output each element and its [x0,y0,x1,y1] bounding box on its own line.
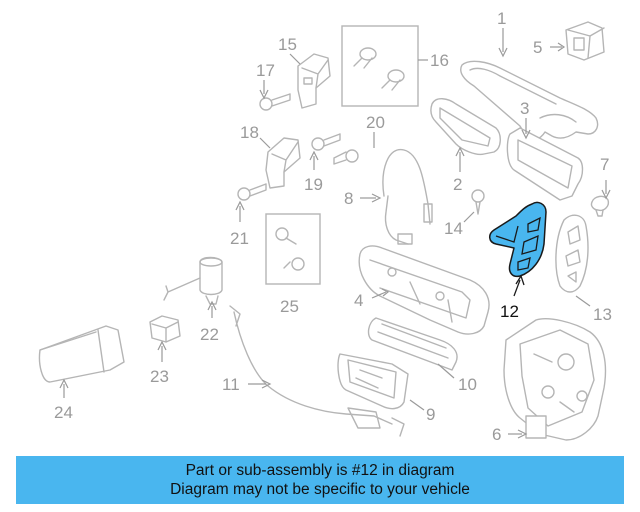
callout-7: 7 [600,155,609,174]
part-20-bolt[interactable] [333,149,359,165]
part-13-escutcheon[interactable] [555,214,589,293]
callout-11: 11 [222,375,240,394]
callout-22: 22 [200,325,219,344]
part-22-lock-cylinder[interactable] [163,256,223,305]
callout-12: 12 [500,302,519,321]
part-24-end-cap[interactable] [38,325,125,383]
callout-6: 6 [492,425,501,444]
callout-4: 4 [354,291,363,310]
callout-5: 5 [533,38,542,57]
callout-1: 1 [497,9,506,28]
part-17-bolt[interactable] [259,93,291,111]
part-11-cable[interactable] [229,305,405,437]
part-7-clip[interactable] [590,195,610,217]
part-21-bolt[interactable] [237,183,267,201]
part-15-bracket[interactable] [297,53,331,109]
callout-9: 9 [426,405,435,424]
part-18-bracket[interactable] [265,137,301,189]
part-10-inner-housing[interactable] [367,317,458,371]
part-8-cable[interactable] [382,148,433,245]
part-14-screw[interactable] [471,189,485,215]
part-19-bolt[interactable] [311,133,341,151]
callout-21: 21 [230,229,249,248]
part-23-bushing[interactable] [149,315,181,343]
part-4-handle-frame[interactable] [358,245,490,335]
part-5-cap[interactable] [565,21,605,61]
callout-19: 19 [304,175,323,194]
callout-14: 14 [444,219,463,238]
callout-16: 16 [430,51,449,70]
part-16-bolt-kit[interactable] [341,25,419,107]
banner-line-1: Part or sub-assembly is #12 in diagram [185,462,455,479]
part-25-clip-kit[interactable] [265,213,321,285]
info-banner: Part or sub-assembly is #12 in diagram D… [16,456,624,504]
callout-15: 15 [278,35,297,54]
callout-2: 2 [453,175,462,194]
callout-10: 10 [458,375,477,394]
callout-17: 17 [256,61,275,80]
part-12-reinforcement[interactable] [489,201,547,278]
banner-line-2: Diagram may not be specific to your vehi… [170,481,470,498]
part-6-latch[interactable] [503,318,607,441]
callout-13: 13 [593,305,612,324]
callout-20: 20 [366,113,385,132]
callout-18: 18 [240,123,259,142]
part-9-inner-handle[interactable] [337,353,409,410]
part-1-outer-handle[interactable] [460,60,599,141]
callout-8: 8 [344,189,353,208]
callout-25: 25 [280,297,299,316]
callout-3: 3 [520,99,529,118]
callout-24: 24 [54,403,73,422]
part-2-gasket[interactable] [430,98,501,156]
parts-diagram: 1 5 2 3 7 13 [38,9,612,444]
callout-23: 23 [150,367,169,386]
part-3-gasket[interactable] [506,127,584,201]
